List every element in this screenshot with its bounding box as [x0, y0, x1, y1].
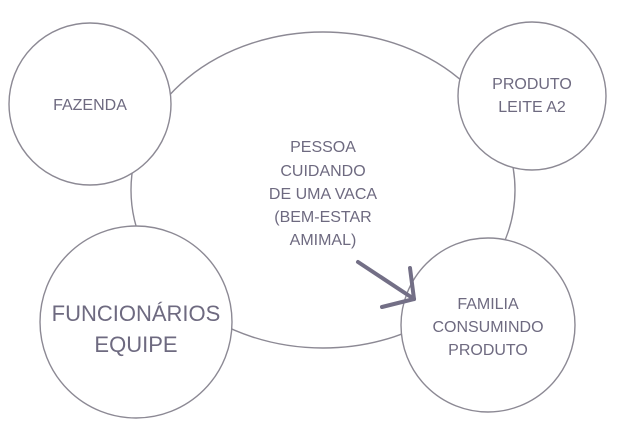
- node-center-shape: [130, 31, 516, 349]
- node-produto-shape: [457, 21, 607, 171]
- arrow-shaft: [356, 260, 416, 301]
- node-produto-line: PRODUTO: [492, 76, 572, 93]
- arrow-head-lower: [380, 297, 416, 309]
- node-center-line: (BEM-ESTAR: [274, 209, 371, 226]
- node-fazenda-line: FAZENDA: [53, 97, 127, 114]
- node-center-line: DE UMA VACA: [269, 186, 378, 203]
- node-familia-line: PRODUTO: [448, 342, 528, 359]
- node-funcionarios: FUNCIONÁRIOS EQUIPE: [39, 225, 233, 419]
- node-center-line: CUIDANDO: [280, 163, 365, 180]
- node-funcionarios-shape: [39, 225, 233, 419]
- arrow-head-upper: [408, 266, 416, 301]
- node-funcionarios-line: EQUIPE: [94, 332, 177, 357]
- node-fazenda-shape: [8, 22, 172, 186]
- node-produto-line: LEITE A2: [498, 99, 566, 116]
- node-center-line: AMIMAL): [290, 232, 357, 249]
- node-familia-line: CONSUMINDO: [432, 319, 543, 336]
- node-fazenda: FAZENDA: [8, 22, 172, 186]
- node-familia-line: FAMILIA: [457, 296, 519, 313]
- node-familia-shape: [400, 237, 576, 413]
- node-center: PESSOA CUIDANDO DE UMA VACA (BEM-ESTAR A…: [130, 31, 516, 349]
- node-produto: PRODUTO LEITE A2: [457, 21, 607, 171]
- node-center-line: PESSOA: [290, 139, 356, 156]
- arrow-icon: [356, 260, 416, 309]
- node-funcionarios-line: FUNCIONÁRIOS: [52, 301, 221, 326]
- node-familia: FAMILIA CONSUMINDO PRODUTO: [400, 237, 576, 413]
